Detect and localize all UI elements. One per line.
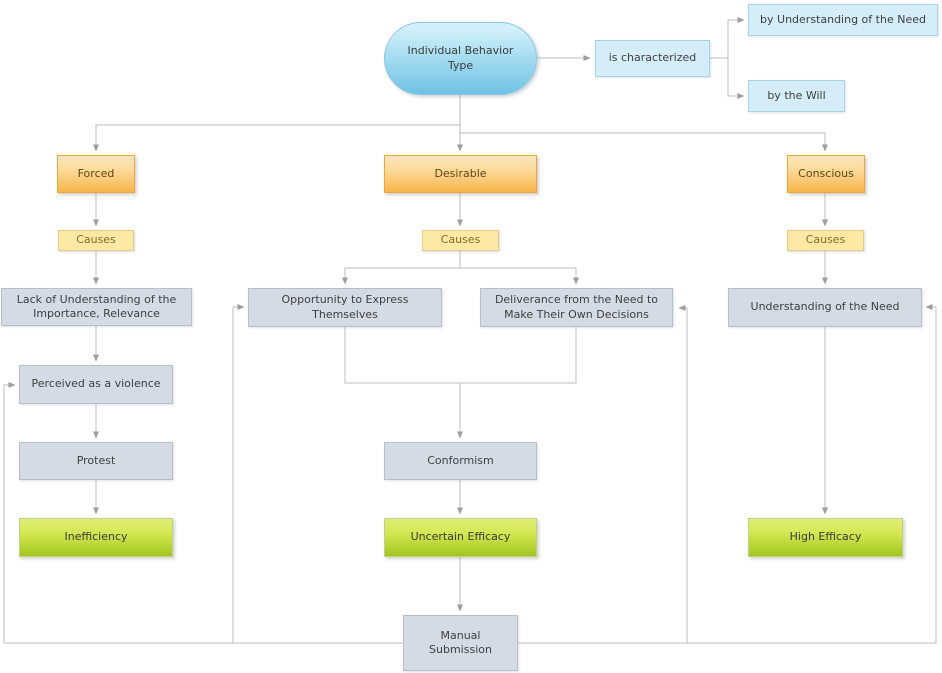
node-perceived-as-violence[interactable]: Perceived as a violence bbox=[19, 365, 173, 404]
node-understanding-of-the-need[interactable]: Understanding of the Need bbox=[728, 288, 922, 327]
node-by-understanding-of-the-need[interactable]: by Understanding of the Need bbox=[748, 4, 938, 36]
node-forced[interactable]: Forced bbox=[57, 155, 135, 193]
node-is-characterized[interactable]: is characterized bbox=[595, 40, 710, 77]
node-individual-behavior-type[interactable]: Individual Behavior Type bbox=[384, 22, 537, 95]
node-deliverance-from-need[interactable]: Deliverance from the Need to Make Their … bbox=[480, 288, 673, 327]
node-causes-desirable[interactable]: Causes bbox=[422, 230, 499, 251]
node-conformism[interactable]: Conformism bbox=[384, 442, 537, 480]
node-causes-conscious[interactable]: Causes bbox=[787, 230, 864, 251]
node-desirable[interactable]: Desirable bbox=[384, 155, 537, 193]
node-by-the-will[interactable]: by the Will bbox=[748, 80, 845, 112]
node-opportunity-to-express[interactable]: Opportunity to Express Themselves bbox=[248, 288, 442, 327]
node-causes-forced[interactable]: Causes bbox=[58, 230, 134, 251]
node-lack-of-understanding[interactable]: Lack of Understanding of the Importance,… bbox=[1, 288, 192, 326]
node-uncertain-efficacy[interactable]: Uncertain Efficacy bbox=[384, 518, 537, 557]
node-high-efficacy[interactable]: High Efficacy bbox=[748, 518, 903, 557]
node-conscious[interactable]: Conscious bbox=[787, 155, 865, 193]
node-manual-submission[interactable]: Manual Submission bbox=[403, 615, 518, 671]
node-inefficiency[interactable]: Inefficiency bbox=[19, 518, 173, 557]
node-protest[interactable]: Protest bbox=[19, 442, 173, 480]
